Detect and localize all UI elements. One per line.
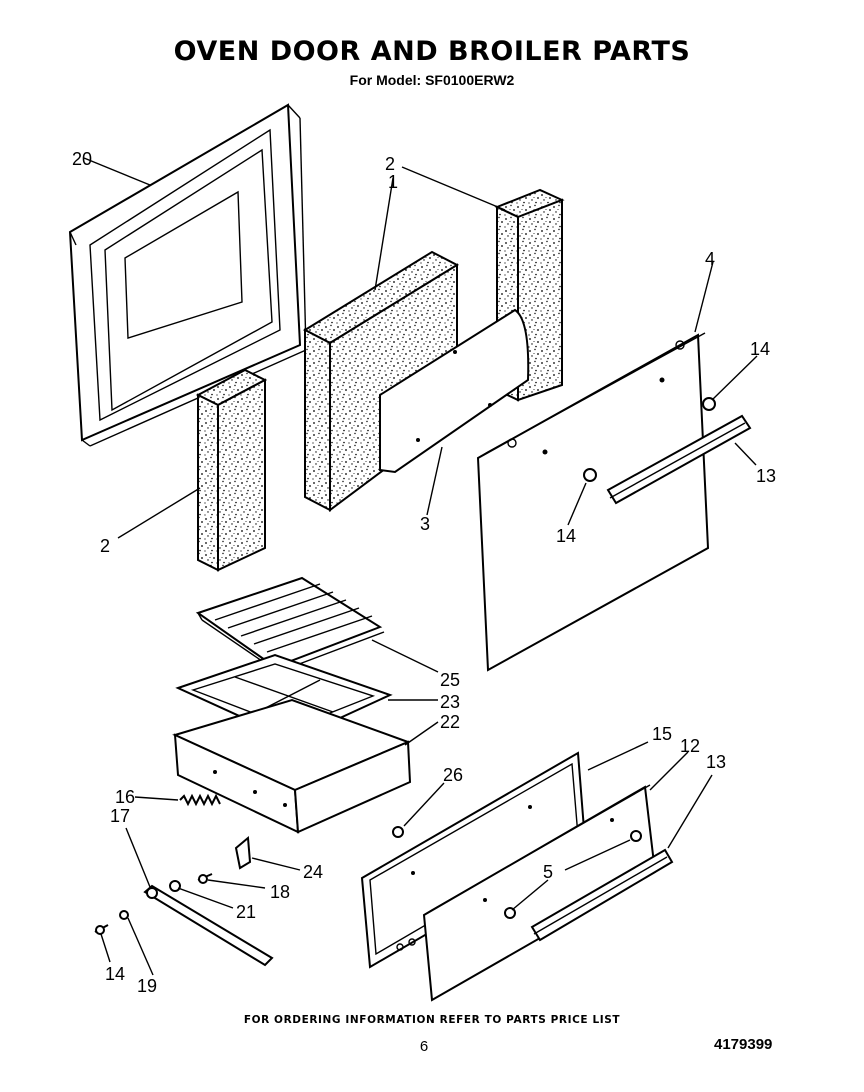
ordering-note: FOR ORDERING INFORMATION REFER TO PARTS … [243,1014,621,1026]
oven-door-handle-part [606,414,752,505]
page-title: OVEN DOOR AND BROILER PARTS [173,36,691,67]
callout-13-lower: 13 [706,752,726,772]
model-subtitle: For Model: SF0100ERW2 [349,72,515,88]
document-number: 4179399 [714,1036,773,1053]
spring-part [179,793,221,807]
broiler-pan-part [172,698,412,834]
callout-4: 4 [705,249,715,269]
callout-3: 3 [420,514,430,534]
callout-13-upper: 13 [756,466,776,486]
callout-16: 16 [115,787,135,807]
broiler-grid-part [195,576,385,673]
broiler-drawer-handle-part [530,848,674,942]
handle-spacer-part [504,907,516,919]
callout-17: 17 [110,806,130,826]
screw-part [197,873,213,884]
outer-door-panel-part [476,332,710,672]
callout-26: 18 [270,882,290,902]
callout-20: 25 [440,670,460,690]
callout-labels: 20 2 1 2 3 4 14 13 14 25 23 22 16 17 26 … [72,149,776,996]
callout-22: 19 [137,976,157,996]
callout-15: 15 [652,724,672,744]
handle-spacer-part [583,468,597,482]
callout-18: 22 [440,712,460,732]
callout-25: 26 [443,765,463,785]
page-number: 6 [419,1038,429,1055]
callout-5: 20 [72,149,92,169]
callout-14-upper-right: 14 [750,339,770,359]
insulation-retainer-part [379,308,530,474]
callout-19: 23 [440,692,460,712]
leader-lines [83,157,758,976]
inner-door-panel-part [68,103,307,447]
latch-bracket-part [234,836,252,870]
callout-2-left: 2 [100,536,110,556]
callout-14-upper-left: 14 [556,526,576,546]
broiler-drawer-bracket-part [94,880,274,967]
clip-part [392,826,404,838]
left-insulation-block-part [195,368,268,572]
handle-spacer-part [702,397,716,411]
callout-12: 12 [680,736,700,756]
handle-spacer-part [630,830,642,842]
callout-21: 24 [303,862,323,882]
callout-24: 21 [236,902,256,922]
callout-23: 14 [105,964,125,984]
callout-14-lower: 5 [543,862,553,882]
callout-1: 1 [388,172,398,192]
callout-2-top: 2 [385,154,395,174]
